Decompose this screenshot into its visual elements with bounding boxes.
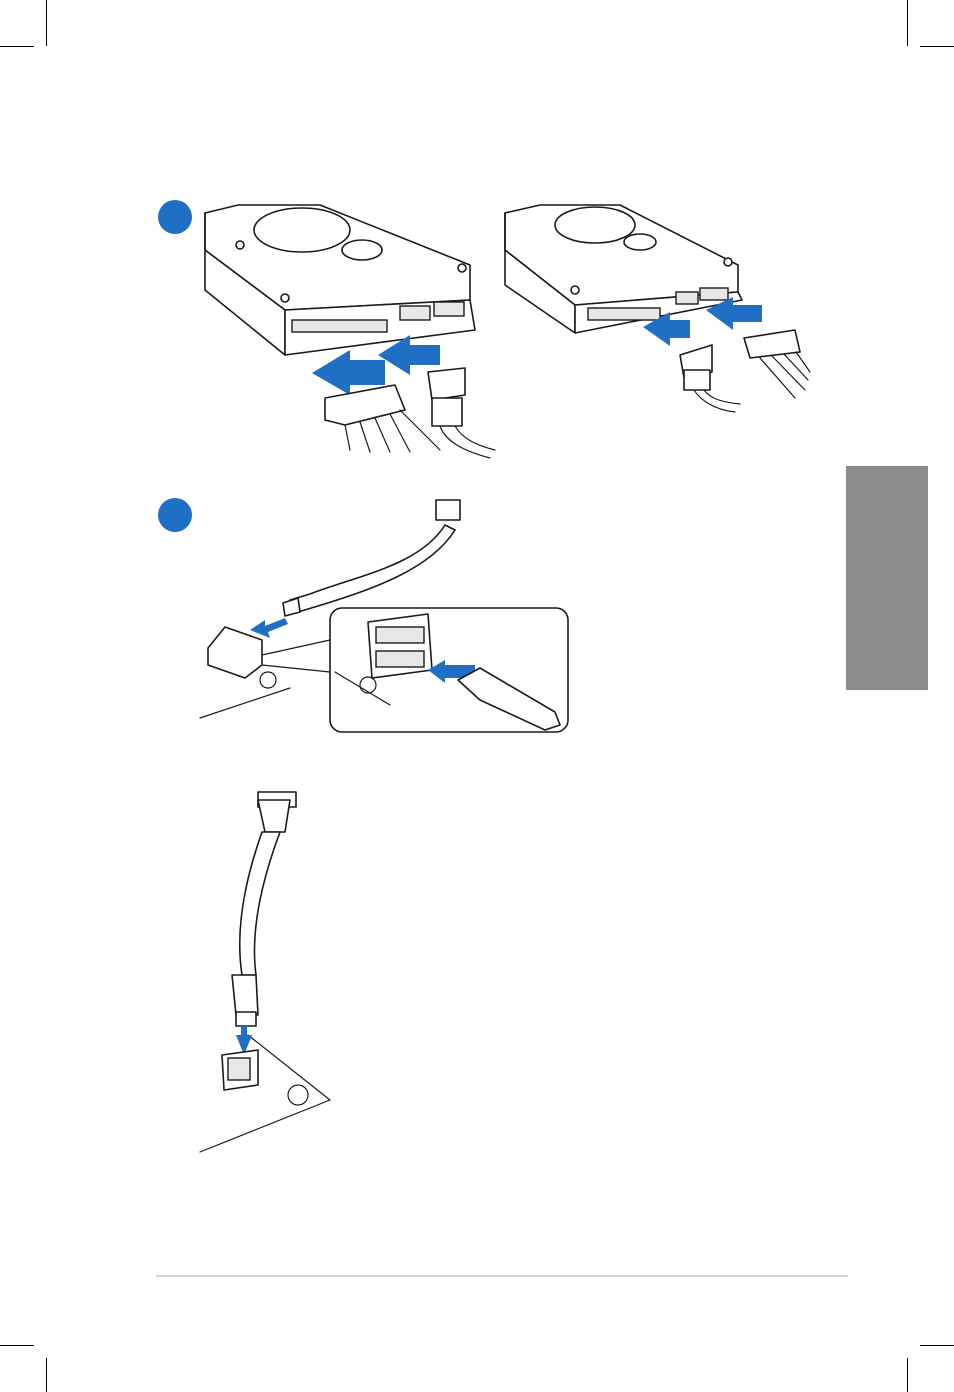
footer-rule [156,1275,848,1277]
